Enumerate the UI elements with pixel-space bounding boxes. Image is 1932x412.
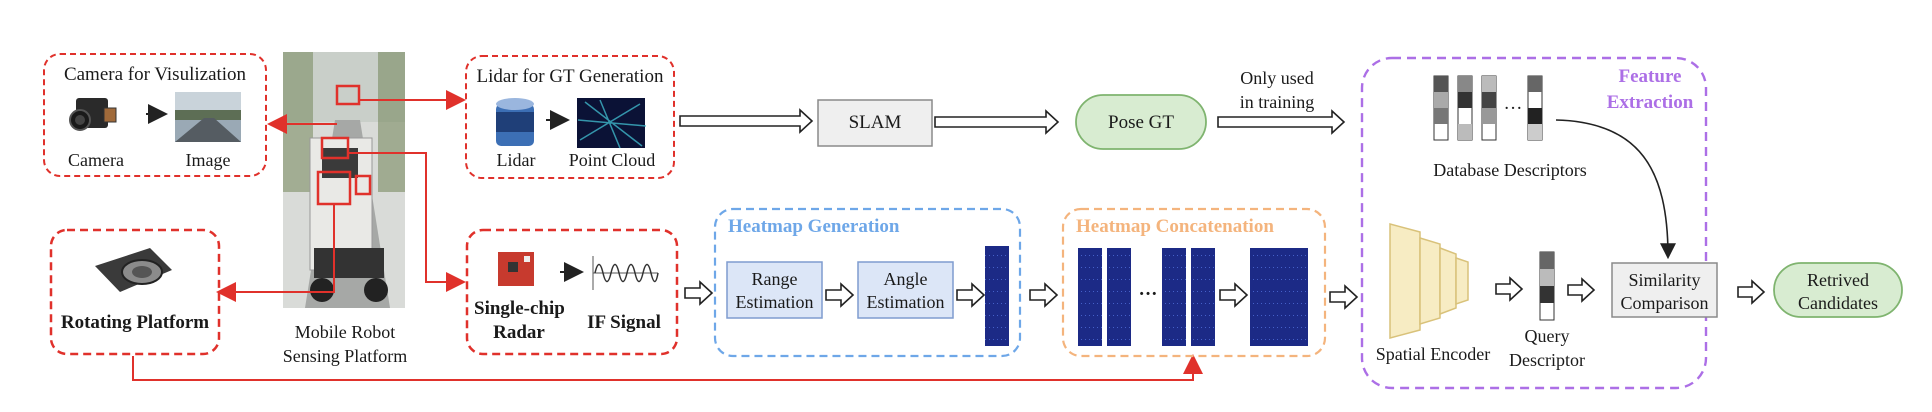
feature-extraction-box: [1360, 56, 1708, 390]
merged-heatmap: [1250, 248, 1308, 346]
robot-lidar-marker: [335, 84, 361, 106]
lidar-group-title: Lidar for GT Generation: [476, 66, 664, 87]
database-to-similarity-arrow: [1555, 119, 1676, 260]
robot-to-radar-arrow: [348, 152, 466, 292]
pose-to-feature-arrow: [1217, 109, 1346, 135]
concat-heatmap-4: [1191, 248, 1215, 346]
rotating-to-concat-arrow: [132, 354, 1203, 381]
query-to-similarity-arrow: [1567, 277, 1596, 303]
road-image: [175, 92, 241, 142]
lidar-label: Lidar: [496, 150, 536, 170]
radar-label-line1: Single-chip: [474, 298, 565, 319]
database-ellipsis: ···: [1503, 98, 1523, 119]
query-descriptor-line2: Descriptor: [1509, 350, 1585, 370]
heatmap-to-concat-arrow: [1029, 282, 1059, 308]
rotating-platform-icon: [95, 248, 172, 292]
concat-to-merged-arrow: [1219, 282, 1249, 308]
concat-ellipsis: ···: [1138, 284, 1158, 305]
lidar-to-slam-arrow: [679, 108, 814, 134]
concat-to-feature-arrow: [1329, 284, 1359, 310]
range-estimation-line1: Range: [751, 269, 798, 289]
pose-gt-box: [1075, 94, 1207, 150]
database-descriptor-bars: [1433, 75, 1543, 141]
concat-heatmap-1: [1078, 248, 1102, 346]
range-to-angle-arrow: [825, 282, 855, 308]
heatmap-concatenation-title: Heatmap Concatenation: [1076, 216, 1274, 237]
spatial-encoder-label: Spatial Encoder: [1375, 344, 1491, 364]
query-descriptor-bar: [1539, 251, 1555, 321]
rotating-platform-label: Rotating Platform: [60, 312, 210, 333]
camera-label: Camera: [68, 150, 124, 170]
heatmap-concatenation-box: [1061, 207, 1327, 358]
if-signal-wave: [592, 256, 659, 290]
similarity-comparison-box: [1611, 262, 1718, 318]
similarity-comparison-line1: Similarity: [1628, 270, 1701, 290]
robot-to-rotating-arrow: [216, 204, 335, 302]
robot-photo: [283, 52, 405, 308]
slam-box: [817, 99, 933, 147]
camera-group-box: [43, 53, 267, 177]
radar-board-icon: [498, 252, 534, 286]
point-cloud-label: Point Cloud: [568, 150, 656, 170]
radar-label-line2: Radar: [493, 322, 545, 343]
rotating-group-box: [49, 228, 221, 356]
pose-gt-label: Pose GT: [1108, 112, 1174, 133]
retrieved-candidates-box: [1773, 262, 1903, 318]
radar-group-box: [465, 228, 679, 356]
retrieved-candidates-line2: Candidates: [1798, 293, 1878, 313]
image-label: Image: [185, 150, 231, 170]
angle-estimation-line2: Estimation: [866, 292, 945, 312]
range-angle-heatmap: [985, 246, 1009, 346]
concat-heatmap-3: [1162, 248, 1186, 346]
robot-camera-marker: [320, 136, 350, 160]
radar-to-heatmap-arrow: [684, 280, 714, 306]
angle-estimation-box: [857, 261, 954, 319]
robot-label-line2: Sensing Platform: [282, 346, 408, 366]
feature-extraction-title-line2: Extraction: [1606, 92, 1694, 113]
encoder-to-query-arrow: [1495, 276, 1524, 302]
slam-label: SLAM: [848, 112, 902, 133]
slam-to-pose-arrow: [934, 109, 1060, 135]
heatmap-generation-title: Heatmap Generation: [728, 216, 900, 237]
robot-label-line1: Mobile Robot: [294, 322, 396, 342]
camera-icon: [69, 98, 117, 131]
angle-estimation-line1: Angle: [883, 269, 928, 289]
angle-to-heatmap-arrow: [956, 282, 986, 308]
range-estimation-line2: Estimation: [735, 292, 814, 312]
concat-heatmap-2: [1107, 248, 1131, 346]
retrieved-candidates-line1: Retrived: [1807, 270, 1869, 290]
robot-radar-marker: [354, 174, 372, 196]
training-note-line1: Only used: [1240, 68, 1314, 88]
if-signal-label: IF Signal: [587, 312, 661, 333]
similarity-to-output-arrow: [1737, 279, 1766, 305]
training-note-line2: in training: [1239, 92, 1315, 112]
feature-extraction-title-line1: Feature: [1618, 66, 1682, 87]
point-cloud-image: [577, 98, 647, 149]
camera-group-title: Camera for Visulization: [63, 64, 247, 85]
lidar-group-box: [465, 55, 675, 179]
heatmap-generation-box: [713, 207, 1022, 358]
lidar-icon: [496, 98, 534, 146]
range-estimation-box: [726, 261, 823, 319]
similarity-comparison-line2: Comparison: [1620, 293, 1709, 313]
query-descriptor-line1: Query: [1524, 326, 1570, 346]
spatial-encoder-icon: [1389, 223, 1469, 339]
database-descriptors-label: Database Descriptors: [1433, 160, 1587, 180]
